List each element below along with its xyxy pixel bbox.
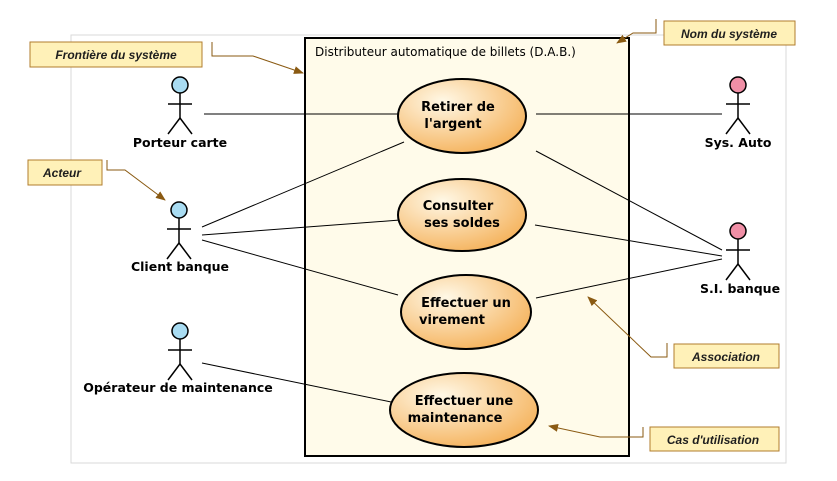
actor-label: Sys. Auto — [705, 135, 772, 150]
actor-operateur: Opérateur de maintenance — [83, 322, 273, 395]
use-case-label: Effectuer un — [421, 296, 511, 311]
use-case-label: Effectuer une — [415, 394, 514, 409]
note-frontiere: Frontière du système — [29, 41, 304, 74]
actor-client: Client banque — [131, 201, 229, 274]
actor-sibanque: S.I. banque — [700, 222, 780, 296]
note-text: Association — [691, 350, 760, 364]
actor-porteur: Porteur carte — [133, 76, 227, 150]
actor-head — [729, 222, 747, 240]
association-line — [535, 258, 723, 299]
note-connector — [548, 423, 644, 438]
association-line — [534, 224, 723, 257]
actor-head — [171, 76, 189, 94]
use-case-label: ses soldes — [424, 216, 500, 231]
use-case-label: l'argent — [424, 117, 481, 132]
actor-sysauto: Sys. Auto — [705, 76, 772, 150]
use-case-maintenance: Effectuer une maintenance — [389, 372, 539, 448]
note-connector — [211, 42, 304, 74]
actor-head — [729, 76, 747, 94]
note-text: Cas d'utilisation — [667, 433, 759, 447]
association-line — [201, 362, 397, 404]
use-case-label: Consulter — [423, 199, 494, 214]
actor-head — [170, 201, 188, 219]
note-box — [649, 426, 780, 452]
actor-leg — [725, 263, 739, 281]
note-box — [663, 20, 796, 46]
note-connector — [587, 296, 668, 358]
note-text: Acteur — [42, 166, 82, 180]
actor-leg — [737, 263, 751, 281]
actor-leg — [167, 363, 181, 381]
use-case-ellipse — [400, 274, 532, 350]
actor-leg — [167, 117, 181, 135]
note-acteur: Acteur — [27, 159, 166, 201]
actor-leg — [178, 242, 192, 260]
note-box — [27, 159, 103, 186]
note-box — [673, 343, 780, 369]
note-association: Association — [587, 296, 780, 369]
use-case-ellipse — [397, 178, 527, 252]
actor-label: S.I. banque — [700, 281, 780, 296]
association-line — [201, 141, 405, 228]
note-nom: Nom du système — [616, 19, 796, 46]
note-text: Frontière du système — [55, 48, 177, 62]
use-case-label: Retirer de — [421, 100, 495, 115]
actor-leg — [166, 242, 180, 260]
note-text: Nom du système — [681, 27, 777, 41]
association-line — [201, 219, 401, 236]
actor-label: Opérateur de maintenance — [83, 380, 273, 395]
note-connector — [106, 160, 166, 201]
actor-label: Porteur carte — [133, 135, 227, 150]
associations — [201, 113, 723, 404]
actor-leg — [179, 363, 193, 381]
use-case-ellipse — [389, 372, 539, 448]
use-case-retirer: Retirer de l'argent — [397, 78, 527, 154]
association-line — [201, 239, 399, 296]
association-line — [535, 150, 723, 251]
use-case-ellipse — [397, 78, 527, 154]
use-case-label: virement — [419, 313, 485, 328]
use-case-consulter: Consulter ses soldes — [397, 178, 527, 252]
actor-head — [171, 322, 189, 340]
system-title: Distributeur automatique de billets (D.A… — [315, 45, 576, 59]
note-box — [29, 41, 203, 68]
actor-leg — [725, 117, 739, 135]
note-cas: Cas d'utilisation — [548, 423, 780, 452]
actor-leg — [179, 117, 193, 135]
use-case-label: maintenance — [408, 411, 503, 426]
actor-leg — [737, 117, 751, 135]
use-case-virement: Effectuer un virement — [400, 274, 532, 350]
note-connector — [616, 19, 657, 44]
actor-label: Client banque — [131, 259, 229, 274]
